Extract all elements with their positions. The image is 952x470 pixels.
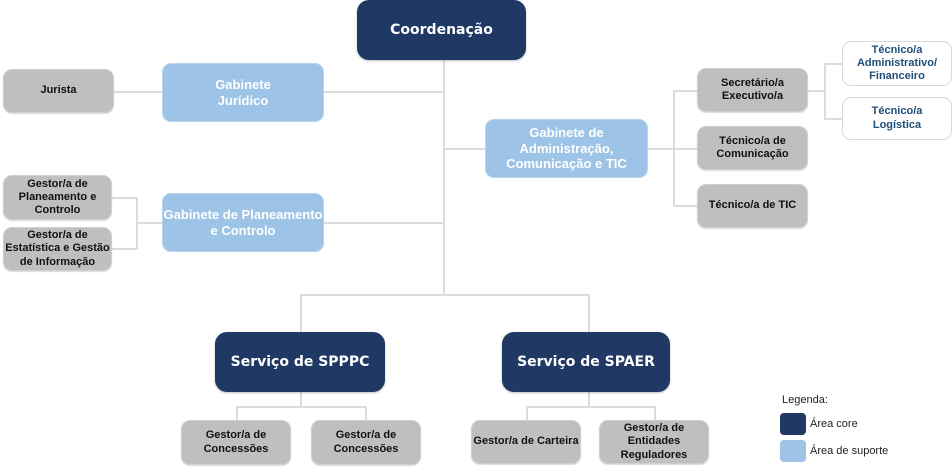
connector-secretario-vertical: [824, 63, 826, 119]
legend-title: Legenda:: [782, 394, 828, 406]
connector-jurista: [114, 91, 162, 93]
node-gabinete-administracao[interactable]: Gabinete de Administração, Comunicação e…: [485, 119, 648, 178]
node-gabinete-planeamento[interactable]: Gabinete de Planeamento e Controlo: [162, 193, 324, 252]
legend-swatch-core: [780, 413, 806, 435]
legend-swatch-support: [780, 440, 806, 462]
node-secretario-executivo[interactable]: Secretário/a Executivo/a: [697, 68, 808, 112]
connector-admin-child3: [673, 205, 697, 207]
connector-to-spppc: [300, 294, 302, 332]
node-gestor-planeamento[interactable]: Gestor/a de Planeamento e Controlo: [3, 175, 112, 220]
connector-spppc-child1: [236, 406, 238, 420]
connector-spaer-horizontal: [526, 406, 656, 408]
connector-spppc-down: [300, 392, 302, 408]
connector-planeamento-horizontal: [136, 222, 162, 224]
connector-to-spaer: [588, 294, 590, 332]
connector-spaer-down: [588, 392, 590, 408]
connector-to-gabinete-juridico: [324, 91, 444, 93]
legend-label-core: Área core: [810, 418, 858, 430]
node-servico-spppc[interactable]: Serviço de SPPPC: [215, 332, 385, 392]
node-gabinete-juridico[interactable]: Gabinete Jurídico: [162, 63, 324, 122]
node-jurista[interactable]: Jurista: [3, 69, 114, 113]
node-gestor-entidades-reguladores[interactable]: Gestor/a de Entidades Reguladores: [599, 420, 709, 464]
connector-services-horizontal: [300, 294, 590, 296]
legend-label-support: Área de suporte: [810, 445, 889, 457]
connector-planeamento-child2: [112, 248, 137, 250]
connector-spaer-child1: [526, 406, 528, 420]
connector-to-gabinete-planeamento: [324, 222, 444, 224]
connector-spppc-child2: [365, 406, 367, 420]
connector-secretario-child1: [824, 63, 842, 65]
node-tecnico-logistica[interactable]: Técnico/a Logística: [842, 97, 952, 140]
node-coordenacao[interactable]: Coordenação: [357, 0, 526, 60]
connector-admin-horizontal: [648, 148, 674, 150]
node-tecnico-tic[interactable]: Técnico/a de TIC: [697, 184, 808, 228]
connector-admin-child1: [673, 90, 697, 92]
node-servico-spaer[interactable]: Serviço de SPAER: [502, 332, 670, 392]
node-gestor-estatistica[interactable]: Gestor/a de Estatística e Gestão de Info…: [3, 227, 112, 271]
connector-spaer-child2: [654, 406, 656, 420]
connector-secretario-child2: [824, 118, 842, 120]
connector-admin-child2: [673, 148, 697, 150]
node-gestor-carteira[interactable]: Gestor/a de Carteira: [471, 420, 581, 464]
connector-planeamento-child1: [112, 197, 137, 199]
connector-main-vertical: [443, 60, 445, 295]
connector-planeamento-vertical: [136, 197, 138, 249]
node-gestor-concessoes-2[interactable]: Gestor/a de Concessões: [311, 420, 421, 465]
node-tecnico-comunicacao[interactable]: Técnico/a de Comunicação: [697, 126, 808, 170]
node-tecnico-administrativo[interactable]: Técnico/a Administrativo/ Financeiro: [842, 41, 952, 86]
connector-secretario-horizontal: [808, 90, 825, 92]
connector-to-gabinete-admin: [444, 148, 485, 150]
node-gestor-concessoes-1[interactable]: Gestor/a de Concessões: [181, 420, 291, 465]
connector-spppc-horizontal: [236, 406, 367, 408]
